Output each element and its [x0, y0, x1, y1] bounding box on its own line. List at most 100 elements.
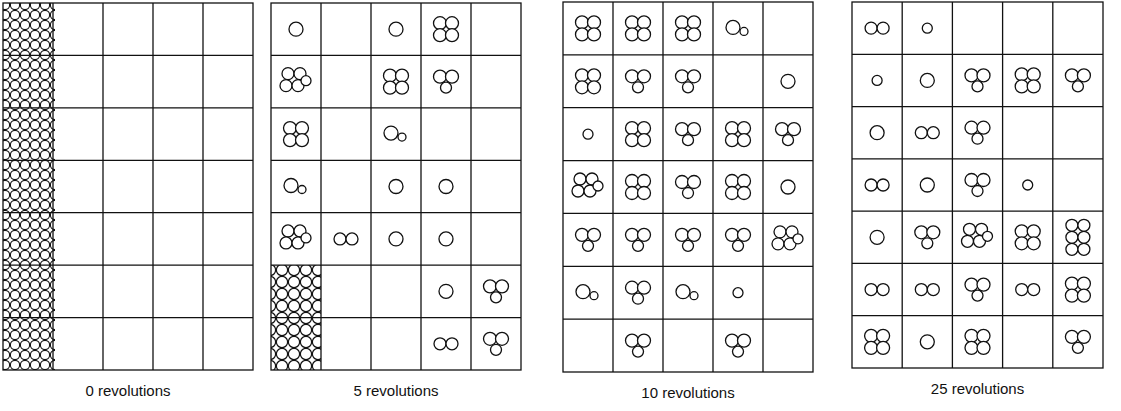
- particle-cluster: [439, 232, 453, 246]
- particle-cluster: [484, 280, 509, 303]
- grid-line: [952, 2, 953, 368]
- particle-cluster: [576, 16, 601, 41]
- grid-line: [852, 106, 1103, 107]
- particle-cluster: [626, 281, 651, 304]
- grid-line: [563, 160, 813, 161]
- grid-line: [420, 3, 421, 370]
- grid-line: [320, 3, 321, 370]
- particle-cluster: [965, 278, 990, 301]
- packed-bed: [3, 3, 55, 370]
- particle-cluster: [676, 70, 701, 93]
- particle-cluster: [284, 122, 309, 147]
- particle-cluster: [334, 233, 358, 245]
- particle-cluster: [583, 129, 593, 139]
- grid-line: [370, 3, 371, 370]
- particle-cluster: [726, 175, 751, 200]
- particle-cluster: [781, 180, 795, 194]
- grid-line: [470, 3, 471, 370]
- grid-frame: [563, 2, 813, 372]
- particle-cluster: [870, 230, 884, 244]
- grid-line: [202, 3, 203, 370]
- particle-cluster: [915, 226, 940, 249]
- grid-line: [712, 2, 713, 372]
- panel-caption: 5 revolutions: [353, 382, 438, 399]
- grid-line: [3, 55, 253, 56]
- particle-cluster: [1066, 219, 1090, 255]
- grid-line: [52, 3, 53, 370]
- grid-line: [852, 158, 1103, 159]
- grid-line: [563, 107, 813, 108]
- particle-cluster: [572, 173, 603, 197]
- panel-caption: 0 revolutions: [85, 382, 170, 399]
- particle-cluster: [676, 123, 701, 146]
- particle-cluster: [965, 174, 990, 197]
- panel-caption: 25 revolutions: [931, 380, 1024, 397]
- particle-cluster: [733, 288, 743, 298]
- grid-line: [662, 2, 663, 372]
- grid-line: [102, 3, 103, 370]
- particle-cluster: [626, 334, 651, 357]
- particle-cluster: [289, 22, 303, 36]
- particle-cluster: [626, 122, 651, 147]
- grid-line: [563, 266, 813, 267]
- particle-cluster: [439, 284, 453, 298]
- particle-cluster: [626, 70, 651, 93]
- grid-line: [563, 318, 813, 319]
- particle-cluster: [772, 226, 803, 250]
- particle-cluster: [920, 178, 934, 192]
- particle-cluster: [626, 16, 651, 41]
- particle-cluster: [1065, 69, 1090, 92]
- particle-cluster: [922, 23, 932, 33]
- particle-cluster: [776, 123, 801, 146]
- particle-cluster: [872, 75, 882, 85]
- grid-line: [3, 107, 253, 108]
- particle-cluster: [676, 16, 701, 41]
- particle-cluster: [726, 122, 751, 147]
- panel-caption: 10 revolutions: [641, 384, 734, 401]
- grid-line: [563, 213, 813, 214]
- particle-cluster: [484, 332, 509, 355]
- particle-cluster: [576, 69, 601, 94]
- particle-cluster: [434, 17, 459, 42]
- particle-cluster: [1015, 68, 1040, 93]
- grid-line: [271, 107, 521, 108]
- particle-cluster: [389, 22, 403, 36]
- particle-cluster: [626, 175, 651, 200]
- particle-cluster: [676, 285, 698, 300]
- particle-cluster: [865, 284, 889, 296]
- grid-line: [3, 264, 253, 265]
- particle-cluster: [915, 127, 939, 139]
- grid-line: [563, 54, 813, 55]
- particle-cluster: [389, 232, 403, 246]
- grid-line: [902, 2, 903, 368]
- grid-frame: [3, 3, 253, 370]
- grid-frame: [852, 2, 1103, 368]
- grid-frame: [271, 3, 521, 370]
- particle-cluster: [576, 228, 601, 251]
- particle-cluster: [389, 180, 403, 194]
- grid-line: [152, 3, 153, 370]
- grid-line: [271, 212, 521, 213]
- particle-cluster: [280, 68, 311, 92]
- particle-cluster: [1016, 284, 1040, 296]
- particle-cluster: [965, 69, 990, 92]
- particle-cluster: [726, 228, 751, 251]
- grid-line: [3, 317, 253, 318]
- particle-cluster: [384, 126, 406, 141]
- particle-cluster: [726, 20, 748, 35]
- grid-line: [852, 315, 1103, 316]
- particle-cluster: [384, 69, 409, 94]
- grid-line: [852, 263, 1103, 264]
- particle-cluster: [434, 338, 458, 350]
- grid-line: [271, 55, 521, 56]
- particle-cluster: [865, 329, 890, 354]
- particle-cluster: [1065, 330, 1090, 353]
- particle-cluster: [726, 334, 751, 357]
- grid-line: [1052, 2, 1053, 368]
- particle-cluster: [1023, 180, 1033, 190]
- particle-cluster: [965, 121, 990, 144]
- particle-cluster: [965, 329, 990, 354]
- grid-line: [1002, 2, 1003, 368]
- particle-cluster: [676, 176, 701, 199]
- particle-cluster: [915, 284, 939, 296]
